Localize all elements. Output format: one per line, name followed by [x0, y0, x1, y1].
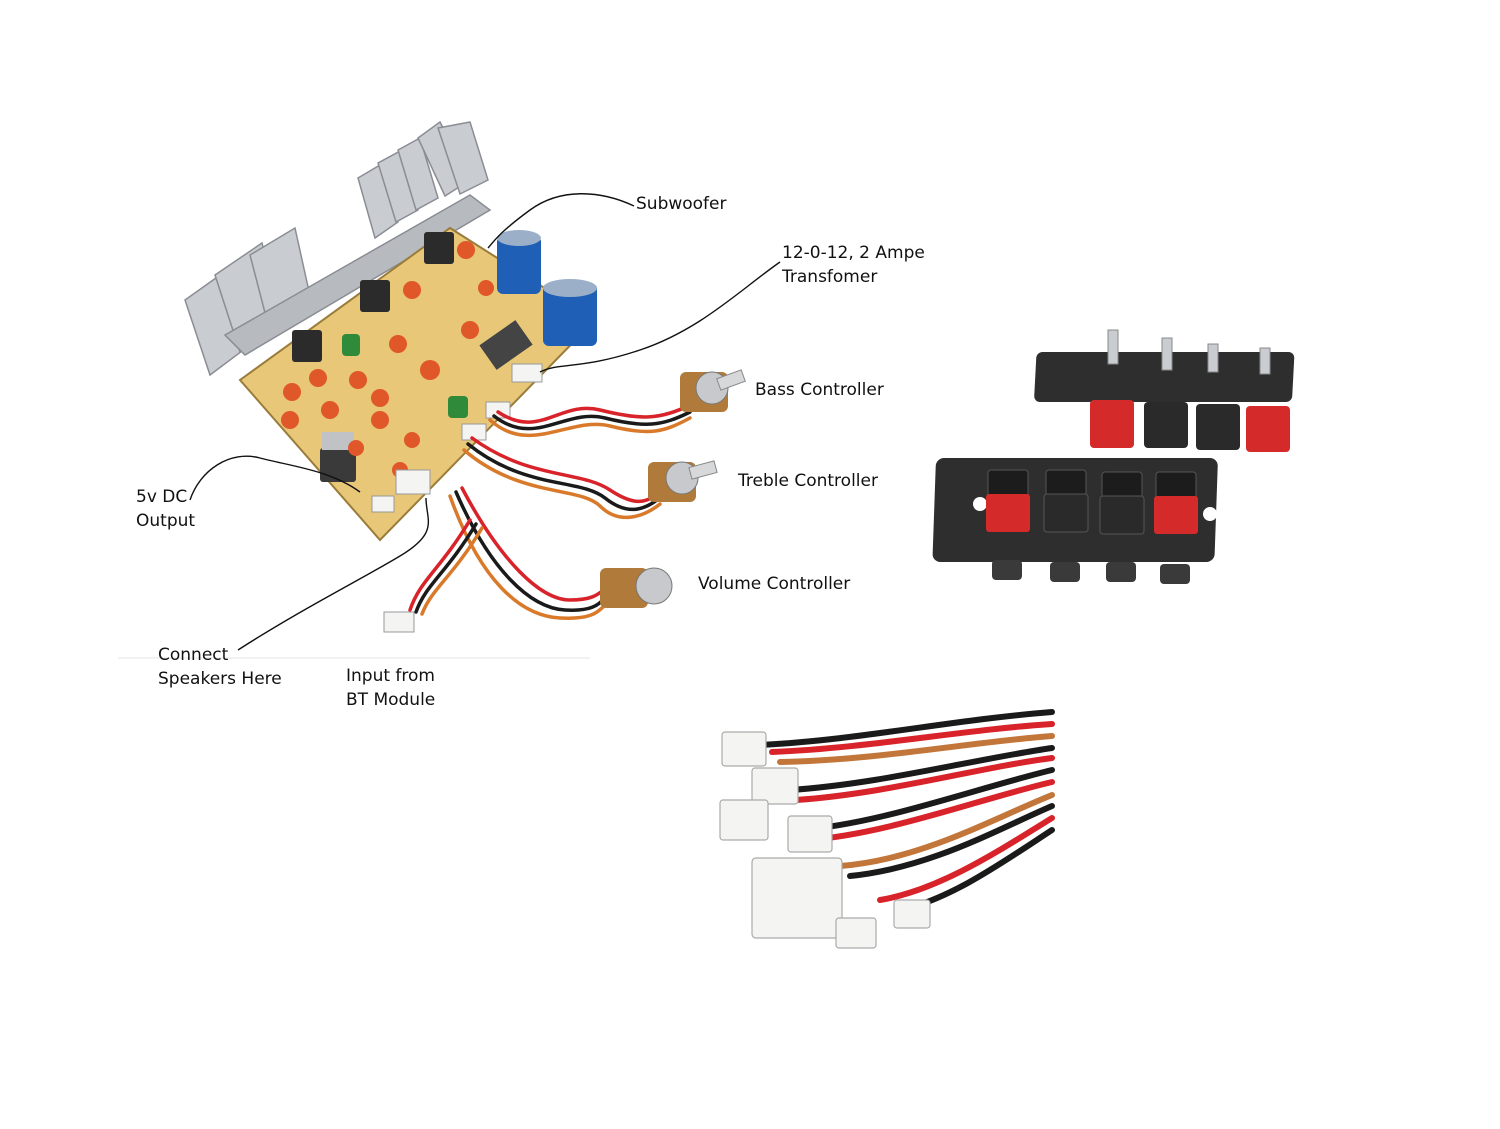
transformer-label: 12-0-12, 2 Ampe Transfomer — [782, 241, 925, 289]
treble-controller-label-text: Treble Controller — [738, 471, 878, 491]
harness-connectors — [719, 731, 931, 949]
bass-controller-label-text: Bass Controller — [755, 380, 884, 400]
heatsink — [184, 120, 492, 377]
dc-output-label: 5v DC Output — [136, 485, 195, 533]
dc-output-label-line-1: 5v DC — [136, 487, 188, 507]
speakers-callout-line — [237, 497, 430, 651]
dc-output-callout-line — [189, 455, 361, 501]
speakers-label-line-2: Speakers Here — [158, 669, 282, 689]
board-connectors — [371, 363, 543, 513]
ceramic-capacitors — [281, 241, 494, 478]
bt-input-label-line-2: BT Module — [346, 690, 436, 710]
transformer-label-line-2: Transfomer — [782, 267, 878, 287]
subwoofer-label-text: Subwoofer — [636, 194, 727, 214]
potentiometers — [600, 369, 746, 608]
speakers-label: Connect Speakers Here — [158, 643, 282, 691]
rectifier — [479, 320, 533, 370]
treble-potentiometer — [648, 460, 718, 502]
amplifier-board — [184, 120, 597, 542]
bt-input-label-line-1: Input from — [346, 666, 435, 686]
bass-controller-label: Bass Controller — [755, 378, 884, 402]
bt-input-connector — [383, 611, 415, 633]
dc-output-label-line-2: Output — [136, 511, 196, 531]
subwoofer-callout-line — [487, 193, 635, 249]
speakers-label-line-1: Connect — [158, 645, 229, 665]
subwoofer-label: Subwoofer — [636, 192, 727, 216]
treble-controller-label: Treble Controller — [738, 469, 878, 493]
callout-lines — [189, 193, 781, 651]
volume-potentiometer — [600, 567, 673, 608]
bass-potentiometer — [680, 369, 746, 412]
speaker-terminal-front — [932, 458, 1218, 584]
electrolytic-capacitors — [497, 230, 597, 346]
volume-controller-label-text: Volume Controller — [698, 574, 851, 594]
bt-input-label: Input from BT Module — [346, 664, 435, 712]
power-transistors — [292, 232, 454, 482]
control-wires — [408, 403, 692, 620]
transformer-label-line-1: 12-0-12, 2 Ampe — [782, 243, 925, 263]
volume-controller-label: Volume Controller — [698, 572, 850, 596]
film-capacitors — [342, 334, 468, 418]
speaker-terminal-back — [1034, 329, 1295, 452]
transformer-callout-line — [539, 261, 781, 373]
